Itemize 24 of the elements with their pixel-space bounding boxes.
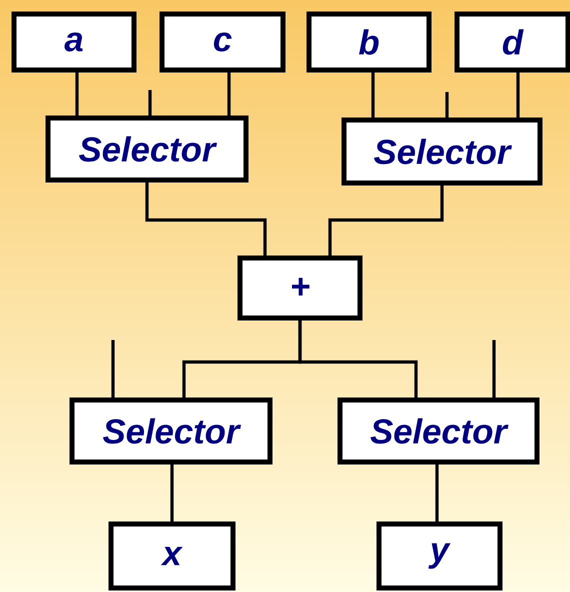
selector-box: Selector [338, 398, 540, 464]
connector-line [435, 464, 439, 522]
connector-line [227, 72, 231, 116]
selector-box: Selector [46, 116, 248, 182]
connector-line [328, 186, 444, 256]
connector-line [516, 72, 520, 118]
selector-box: Selector [70, 398, 272, 464]
signal-box: y [376, 522, 502, 590]
connector-line [371, 72, 375, 118]
control-line [492, 340, 496, 398]
connector-line [75, 72, 79, 116]
control-line [445, 92, 449, 118]
signal-box: x [108, 522, 236, 590]
signal-box: d [454, 12, 570, 72]
connector-line [145, 182, 267, 256]
connector-line [170, 464, 174, 522]
signal-box: c [160, 12, 286, 72]
control-line [111, 340, 115, 398]
control-line [148, 90, 152, 116]
selector-box: Selector [342, 118, 542, 186]
signal-box: a [12, 12, 136, 72]
adder-box: + [238, 256, 362, 320]
signal-box: b [306, 12, 432, 72]
connector-line [298, 320, 418, 398]
